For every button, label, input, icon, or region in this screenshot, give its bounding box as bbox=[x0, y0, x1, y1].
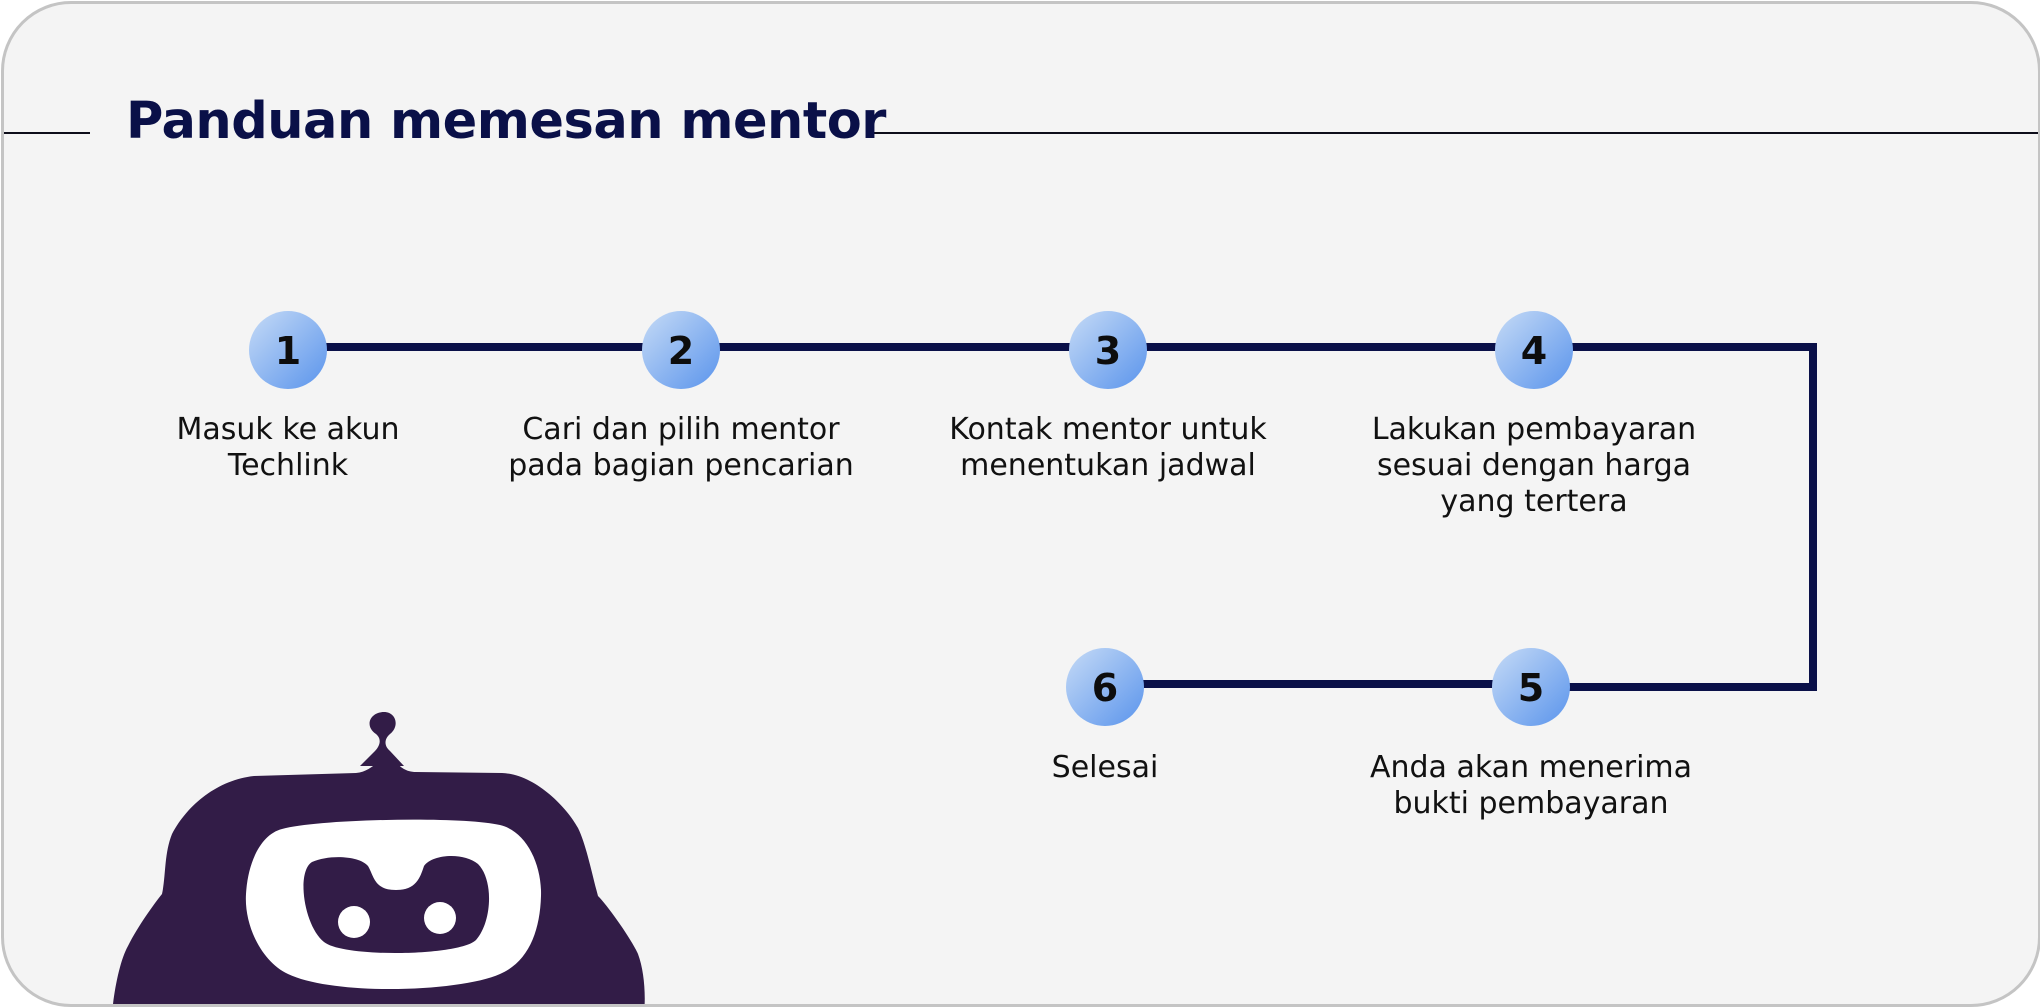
step-circle bbox=[1492, 648, 1570, 726]
step-circle bbox=[1495, 311, 1573, 389]
step-label-line: Kontak mentor untuk bbox=[949, 412, 1267, 447]
step-node-6: 6 bbox=[1066, 648, 1144, 726]
step-label-line: yang tertera bbox=[1440, 484, 1628, 519]
step-label-line: pada bagian pencarian bbox=[508, 448, 854, 483]
mascot-eye-right bbox=[424, 902, 456, 934]
step-label-5: Anda akan menerima bukti pembayaran bbox=[1321, 750, 1741, 822]
step-node-4: 4 bbox=[1495, 311, 1573, 389]
step-connector-lines bbox=[288, 343, 1817, 691]
step-circle bbox=[249, 311, 327, 389]
step-label-line: bukti pembayaran bbox=[1393, 786, 1669, 821]
step-number: 2 bbox=[668, 329, 694, 373]
mascot-antenna bbox=[360, 712, 404, 766]
title-divider-right bbox=[874, 132, 2038, 134]
step-label-4: Lakukan pembayaran sesuai dengan harga y… bbox=[1324, 412, 1744, 520]
title-divider-left bbox=[4, 132, 90, 134]
page-title: Panduan memesan mentor bbox=[126, 92, 886, 151]
step-number: 1 bbox=[275, 329, 301, 373]
step-node-1: 1 bbox=[249, 311, 327, 389]
step-number: 6 bbox=[1092, 666, 1118, 710]
step-label-line: Masuk ke akun bbox=[176, 412, 400, 447]
step-node-5: 5 bbox=[1492, 648, 1570, 726]
step-circle bbox=[1069, 311, 1147, 389]
step-number: 5 bbox=[1518, 666, 1544, 710]
step-label-6: Selesai bbox=[895, 750, 1315, 786]
step-number: 4 bbox=[1521, 329, 1547, 373]
step-label-line: Techlink bbox=[227, 448, 349, 483]
step-label-3: Kontak mentor untuk menentukan jadwal bbox=[898, 412, 1318, 484]
step-circle bbox=[642, 311, 720, 389]
step-node-2: 2 bbox=[642, 311, 720, 389]
robot-mascot-icon bbox=[113, 712, 645, 1004]
step-label-line: Selesai bbox=[1051, 750, 1159, 785]
step-label-2: Cari dan pilih mentor pada bagian pencar… bbox=[471, 412, 891, 484]
step-label-line: Lakukan pembayaran bbox=[1371, 412, 1697, 447]
step-label-line: sesuai dengan harga bbox=[1376, 448, 1692, 483]
connector-4-5 bbox=[1531, 343, 1817, 691]
step-number: 3 bbox=[1095, 329, 1121, 373]
step-label-line: Cari dan pilih mentor bbox=[522, 412, 840, 447]
step-circle bbox=[1066, 648, 1144, 726]
steps-flow-diagram: 1 2 3 4 5 6 bbox=[249, 311, 1817, 726]
step-label-line: menentukan jadwal bbox=[960, 448, 1256, 483]
step-label-line: Anda akan menerima bbox=[1369, 750, 1693, 785]
mascot-eye-left bbox=[338, 906, 370, 938]
step-node-3: 3 bbox=[1069, 311, 1147, 389]
step-label-1: Masuk ke akun Techlink bbox=[78, 412, 498, 484]
